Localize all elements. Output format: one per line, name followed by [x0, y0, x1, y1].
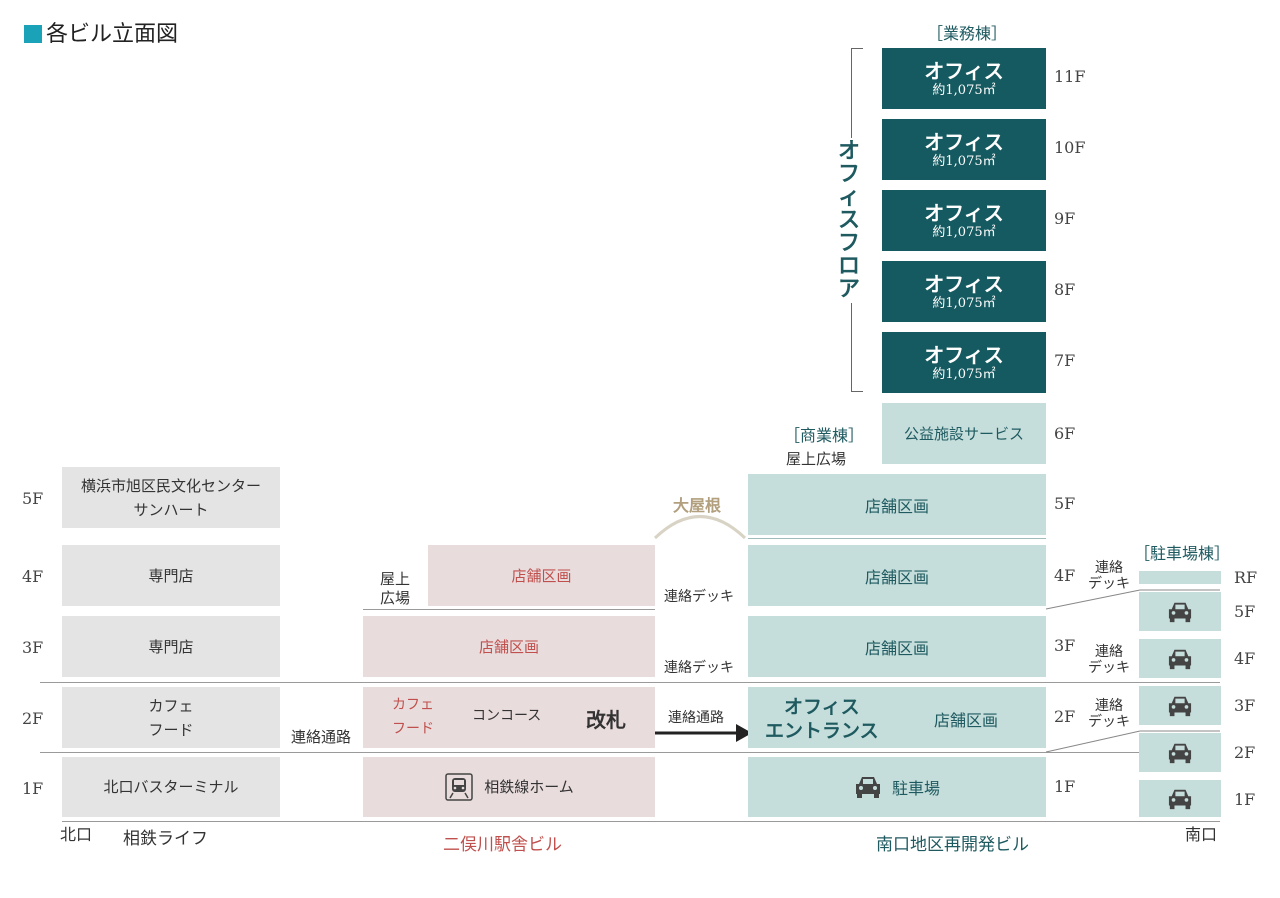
car-icon [1168, 649, 1192, 669]
station-f2-cafe-label: カフェフード [392, 697, 434, 737]
passage-2f-label: 連絡通路 [668, 710, 724, 726]
commercial-5f-divider [748, 538, 1046, 539]
sotetsu-floor-2f: カフェフード [62, 687, 280, 748]
parking-level-rf [1139, 571, 1221, 584]
level-line-2f-top [40, 682, 1220, 683]
commercial-f4-shops: 店舗区画 [748, 545, 1046, 606]
deck-4f-label: 連絡デッキ [664, 589, 734, 605]
station-f3-shops: 店舗区画 [363, 616, 655, 677]
office-floor-7f: オフィス約1,075㎡ [882, 332, 1046, 393]
commercial-heading: ［商業棟］ [784, 426, 865, 445]
office-floor-name: オフィス [924, 200, 1004, 225]
parking-level-5f [1139, 592, 1221, 631]
car-icon [855, 777, 880, 798]
deck-p2-label: 連絡デッキ [1088, 698, 1130, 730]
station-f2-concourse [363, 687, 655, 748]
office-floor-area: 約1,075㎡ [932, 82, 996, 98]
commercial-f2-shops-label: 店舗区画 [934, 711, 999, 730]
level-8f: 8F [1054, 280, 1076, 299]
office-floor-vertical-label: オフィスフロア [834, 138, 864, 303]
sotetsu-life-label: 相鉄ライフ [123, 829, 208, 849]
office-floor-area: 約1,075㎡ [932, 224, 996, 240]
commercial-f1-parking: 駐車場 [748, 757, 1046, 817]
station-f1-platform: 相鉄線ホーム [363, 757, 655, 817]
level-4f-commercial: 4F [1054, 566, 1076, 585]
parking-level-label-2f: 2F [1234, 743, 1256, 762]
level-line-2f-bottom [40, 752, 1140, 753]
parking-level-2f [1139, 733, 1221, 772]
deck-3f-label: 連絡デッキ [664, 660, 734, 676]
parking-heading: ［駐車場棟］ [1134, 544, 1231, 563]
sotetsu-floor-3f: 専門店 [62, 616, 280, 677]
level-3f-commercial: 3F [1054, 636, 1076, 655]
office-floor-name: オフィス [924, 129, 1004, 154]
deck-p3-label: 連絡デッキ [1088, 644, 1130, 676]
commercial-f5-shops: 店舗区画 [748, 474, 1046, 535]
car-icon [1168, 696, 1192, 716]
page-title-text: 各ビル立面図 [46, 22, 179, 47]
level-1f-sotetsu: 1F [22, 779, 44, 798]
parking-level-4f [1139, 639, 1221, 678]
office-floor-name: オフィス [924, 58, 1004, 83]
level-5f-sotetsu: 5F [22, 489, 44, 508]
south-exit-label: 南口 [1185, 825, 1218, 844]
level-10f: 10F [1054, 138, 1086, 157]
level-7f: 7F [1054, 351, 1076, 370]
office-floor-name: オフィス [924, 271, 1004, 296]
passage-left-label: 連絡通路 [291, 728, 352, 746]
commercial-rooftop-label: 屋上広場 [786, 450, 847, 468]
office-floor-8f: オフィス約1,075㎡ [882, 261, 1046, 322]
page-title: 各ビル立面図 [24, 16, 178, 48]
level-1f-commercial: 1F [1054, 777, 1076, 796]
office-entrance-label: オフィスエントランス [765, 696, 879, 742]
parking-level-label-rf: RF [1234, 568, 1258, 587]
station-rooftop-label: 屋上広場 [380, 570, 411, 607]
office-floor-area: 約1,075㎡ [932, 366, 996, 382]
car-icon [1168, 743, 1192, 763]
level-line-4f-deck [363, 609, 655, 610]
south-building-label: 南口地区再開発ビル [876, 835, 1029, 855]
level-2f-commercial: 2F [1054, 707, 1076, 726]
parking-level-label-5f: 5F [1234, 602, 1256, 621]
car-icon [1168, 602, 1192, 622]
level-6f: 6F [1054, 424, 1076, 443]
level-4f-sotetsu: 4F [22, 567, 44, 586]
station-gate-label: 改札 [586, 708, 626, 732]
office-floor-name: オフィス [924, 342, 1004, 367]
deck-p4-label: 連絡デッキ [1088, 560, 1130, 592]
car-icon [1168, 789, 1192, 809]
office-floor-area: 約1,075㎡ [932, 295, 996, 311]
office-floor-11f: オフィス約1,075㎡ [882, 48, 1046, 109]
office-floor-area: 約1,075㎡ [932, 153, 996, 169]
parking-level-3f [1139, 686, 1221, 725]
oyane-label: 大屋根 [673, 496, 722, 515]
parking-level-label-1f: 1F [1234, 790, 1256, 809]
parking-level-label-3f: 3F [1234, 696, 1256, 715]
office-tower-heading: ［業務棟］ [927, 24, 1008, 43]
sotetsu-floor-1f: 北口バスターミナル [62, 757, 280, 817]
level-9f: 9F [1054, 209, 1076, 228]
sotetsu-floor-4f: 専門店 [62, 545, 280, 606]
office-floor-9f: オフィス約1,075㎡ [882, 190, 1046, 251]
station-concourse-label: コンコース [472, 708, 542, 724]
sotetsu-floor-5f: 横浜市旭区民文化センターサンハート [62, 467, 280, 528]
commercial-f3-shops: 店舗区画 [748, 616, 1046, 677]
ground-line [62, 821, 1220, 822]
parking-level-label-4f: 4F [1234, 649, 1256, 668]
train-icon [445, 773, 473, 801]
north-exit-label: 北口 [60, 825, 93, 844]
station-building-label: 二俣川駅舎ビル [443, 835, 562, 855]
parking-level-1f [1139, 780, 1221, 817]
level-2f-sotetsu: 2F [22, 709, 44, 728]
office-f6-public-facility: 公益施設サービス [882, 403, 1046, 464]
title-square [24, 25, 42, 43]
level-3f-sotetsu: 3F [22, 638, 44, 657]
office-floor-10f: オフィス約1,075㎡ [882, 119, 1046, 180]
level-11f: 11F [1054, 67, 1086, 86]
commercial-f2 [748, 687, 1046, 748]
level-5f-commercial: 5F [1054, 494, 1076, 513]
station-f4-shops: 店舗区画 [428, 545, 655, 606]
